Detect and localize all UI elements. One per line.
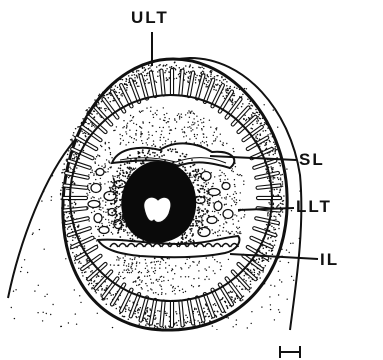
label-llt: LLT [296,198,332,215]
label-sl: SL [299,151,325,168]
label-ult: ULT [131,9,169,26]
label-il: IL [320,251,339,268]
scale-bar [280,346,300,358]
